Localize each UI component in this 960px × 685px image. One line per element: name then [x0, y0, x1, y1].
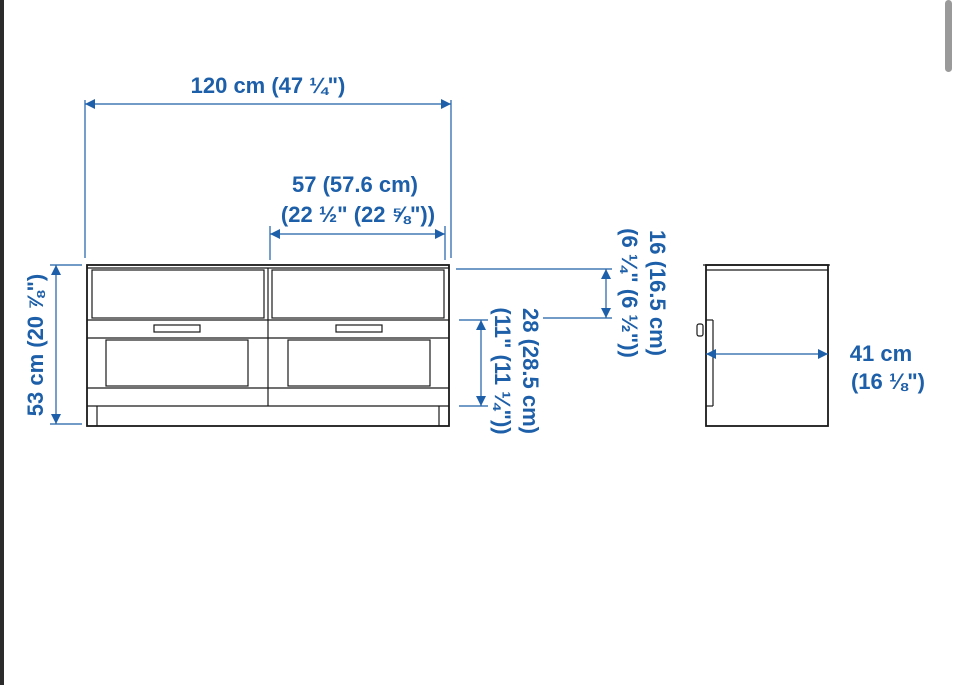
vertical-scrollbar[interactable] [945, 0, 952, 72]
upper-opening-label-line1: 16 (16.5 cm) [645, 230, 670, 356]
front-view [86, 264, 450, 427]
depth-label-line2: (16 ⅛") [851, 369, 925, 394]
upper-opening-left [91, 269, 265, 319]
window-left-edge [0, 0, 4, 685]
compartment-width-dimension [269, 226, 446, 260]
upper-opening-right [271, 269, 445, 319]
side-view [696, 264, 830, 427]
lower-compartment-left [105, 339, 249, 387]
lower-compartment-right [287, 339, 431, 387]
compartment-width-label-line2: (22 ½" (22 ⅝")) [281, 202, 435, 227]
lower-opening-label-line1: 28 (28.5 cm) [518, 308, 543, 434]
side-handle [696, 323, 704, 337]
depth-label-line1: 41 cm [850, 341, 912, 366]
width-total-label: 120 cm (47 ¼") [191, 73, 346, 98]
compartment-width-label-line1: 57 (57.6 cm) [292, 172, 418, 197]
upper-opening-label-line2: (6 ¼" (6 ½")) [617, 228, 642, 358]
drawer-handle-left [153, 324, 201, 333]
side-outline [705, 264, 829, 427]
lower-opening-label-line2: (11" (11 ¼")) [490, 307, 515, 434]
upper-opening-dimension [456, 268, 612, 319]
height-total-label: 53 cm (20 ⅞") [23, 274, 48, 417]
lower-opening-dimension [459, 319, 488, 407]
height-dimension [50, 264, 82, 425]
drawer-handle-right [335, 324, 383, 333]
width-dimension [84, 99, 452, 258]
depth-dimension [706, 349, 828, 359]
